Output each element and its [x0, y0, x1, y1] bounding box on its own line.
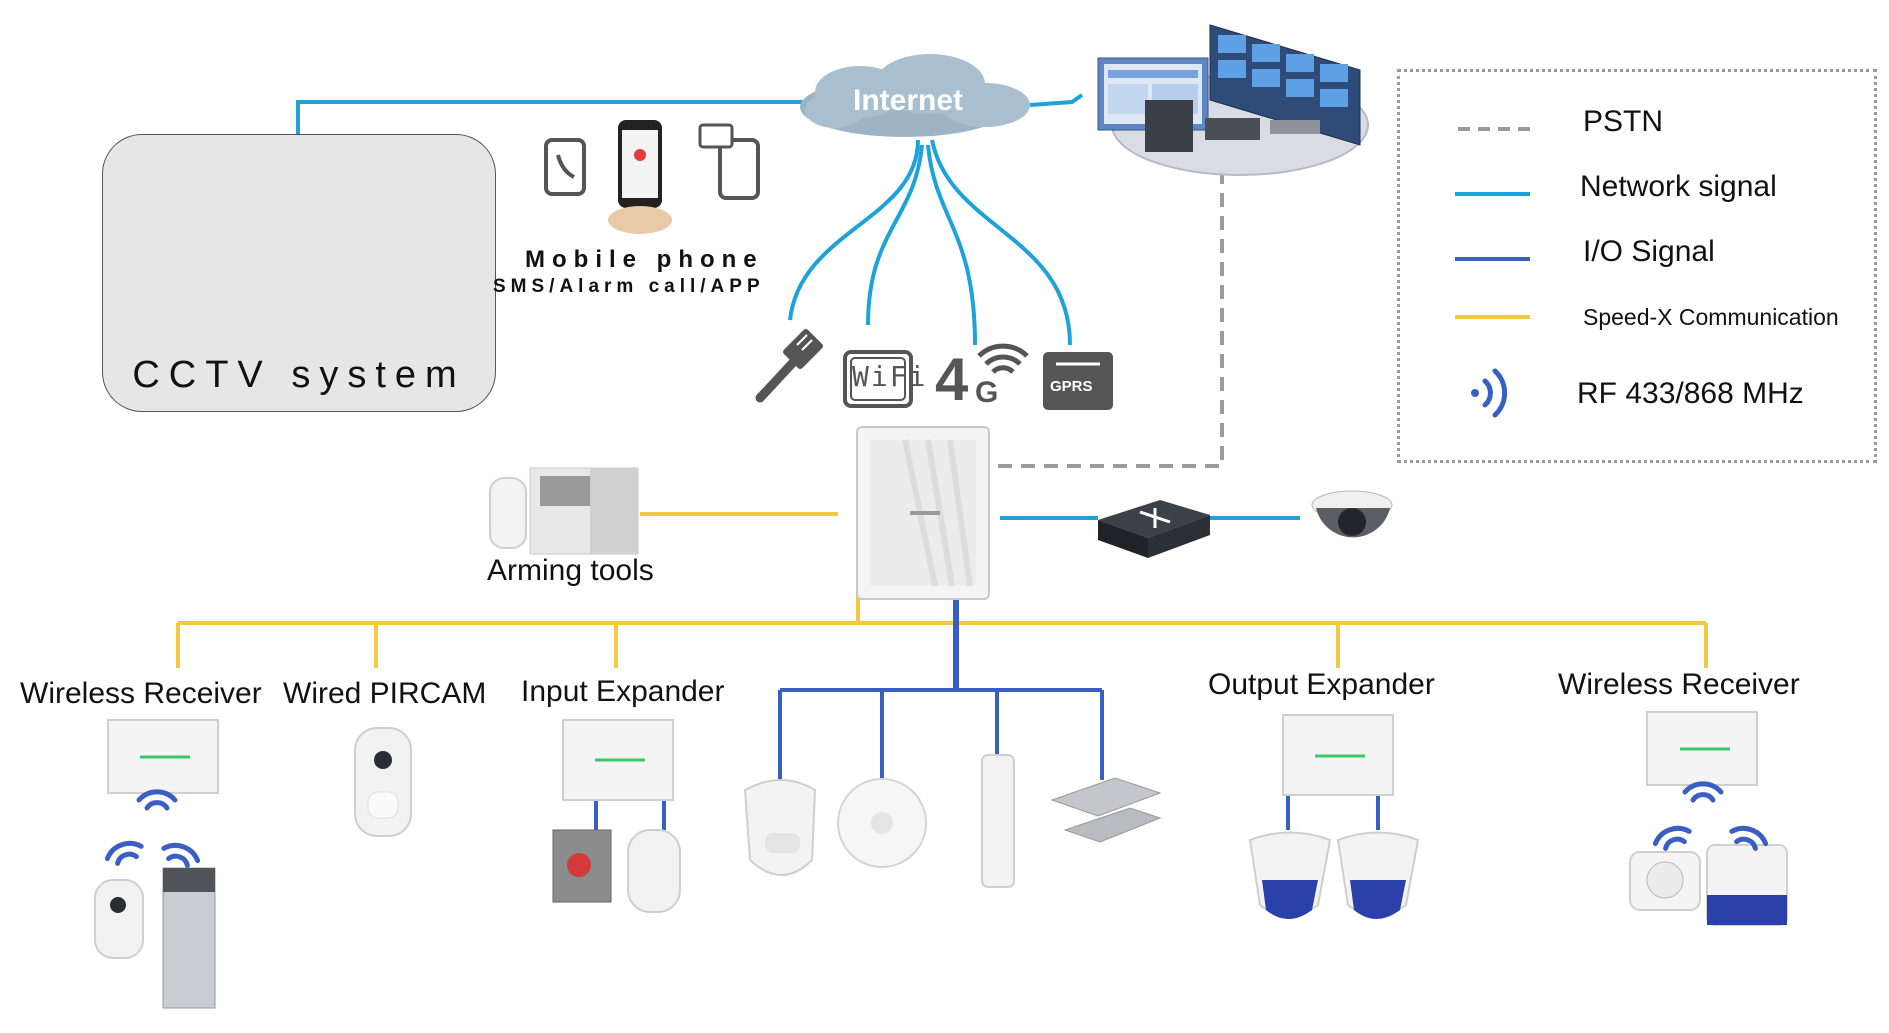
mobile-phone-sublabel: SMS/Alarm call/APP [493, 276, 765, 297]
rf-wave-icon [1682, 781, 1724, 803]
ceiling-detector-image [837, 778, 927, 868]
wifi-icon [843, 350, 913, 408]
rf-wave-icon [1729, 825, 1769, 851]
curtain-detector-image [981, 754, 1015, 888]
mobile-phone-label: Mobile phone [525, 246, 764, 273]
receiver-right-image [1646, 711, 1758, 786]
legend-label-speedx: Speed-X Communication [1583, 304, 1839, 330]
4g-label: 4 [935, 346, 969, 413]
wireless-outdoor-siren-image [1706, 844, 1788, 926]
receiver-left-image [107, 719, 219, 794]
gprs-icon [1043, 352, 1113, 410]
input-expander-label: Input Expander [521, 675, 725, 708]
wireless-receiver-right-label: Wireless Receiver [1558, 668, 1800, 701]
sounder-left-image [1248, 831, 1332, 919]
network-line-4g [926, 144, 977, 346]
legend-rf-icon [1471, 368, 1508, 418]
output-expander-label: Output Expander [1208, 668, 1435, 701]
legend-swatches [1455, 127, 1530, 418]
cctv-system-label: CCTV system [132, 354, 466, 396]
gprs-label: GPRS [1050, 378, 1093, 395]
legend [1397, 69, 1877, 463]
legend-label-network: Network signal [1580, 170, 1777, 203]
network-switch-image [1098, 500, 1210, 558]
wireless-receiver-left-label: Wireless Receiver [20, 677, 262, 710]
message-bubble-icon [698, 123, 734, 149]
rf-wave-icon [1652, 825, 1692, 851]
network-line-cctv [296, 100, 810, 134]
input-expander-image [562, 719, 674, 801]
speedx-lines [176, 512, 1708, 668]
network-line-gprs [930, 139, 1072, 346]
wireless-pircam-image [94, 879, 144, 959]
arming-tools-image [489, 467, 639, 555]
legend-label-io: I/O Signal [1583, 235, 1715, 268]
sounder-right-image [1336, 831, 1420, 919]
magnetic-contact-image [1050, 777, 1162, 843]
control-panel-image [856, 426, 990, 600]
network-line-ethernet [788, 139, 920, 321]
rf-wave-icons [104, 781, 1769, 868]
pircam-wired-image [354, 727, 412, 837]
4g-signal-icon [977, 343, 1029, 374]
wifi-label: WiFi [852, 360, 928, 393]
pstn-line [975, 170, 1224, 468]
rf-wave-icon [136, 789, 178, 811]
output-expander-image [1282, 714, 1394, 796]
ethernet-icon [755, 329, 823, 403]
arming-tools-label: Arming tools [487, 554, 654, 587]
wired-pircam-label: Wired PIRCAM [283, 677, 487, 710]
4g-sub-label: G [975, 376, 999, 409]
rf-wave-icon [161, 842, 201, 868]
io-lines [594, 592, 1380, 830]
panic-button-image [552, 829, 612, 903]
dome-camera-image [1311, 490, 1393, 538]
rf-wave-icon [104, 840, 144, 866]
phone-call-icon [556, 154, 575, 179]
legend-label-rf: RF 433/868 MHz [1577, 377, 1804, 410]
network-line-wifi [866, 144, 924, 326]
wireless-indoor-siren-image [1629, 851, 1701, 911]
legend-label-pstn: PSTN [1583, 105, 1664, 138]
wireless-column-detector-image [162, 867, 216, 1009]
pir-detector-image [743, 779, 817, 876]
network-line-workstation [1029, 93, 1084, 107]
cctv-system-box: CCTV system [102, 134, 496, 412]
internet-cloud [800, 54, 1030, 137]
internet-label: Internet [853, 84, 964, 117]
pir-detector-small-image [627, 829, 681, 913]
mobile-phones-image [544, 120, 760, 234]
monitoring-center-image [1097, 24, 1369, 176]
network-lines [296, 93, 1300, 520]
